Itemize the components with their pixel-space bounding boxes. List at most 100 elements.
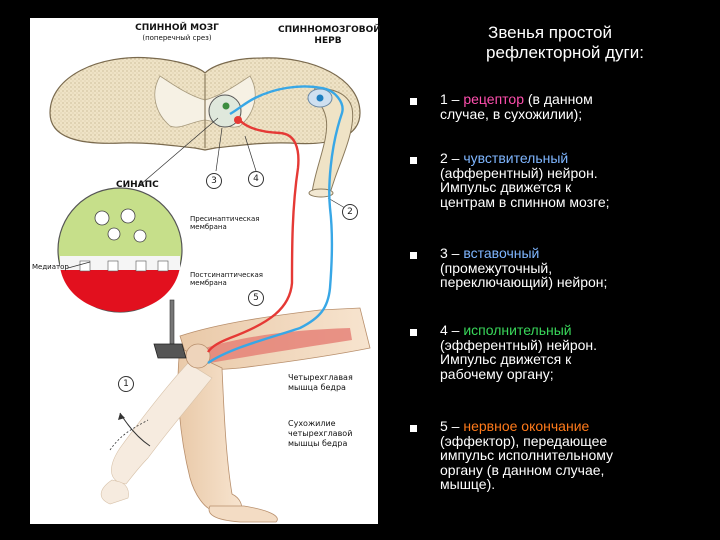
foot [208,505,278,523]
quadriceps-muscle [205,328,352,363]
ganglion-neuron-body [316,94,324,102]
text-segment: (эфферентный) нейрон. [440,336,598,353]
list-item-text: 2 – чувствительный(афферентный) нейрон.И… [440,151,710,209]
list-item-line: случае, в сухожилии); [440,105,710,122]
pointer-2 [327,197,346,209]
text-segment: (афферентный) нейрон. [440,164,598,181]
tendon-label-1: Сухожилие [288,419,336,428]
spinal-nerve-label-2: НЕРВ [314,36,342,46]
list-item-line: 4 – исполнительный [440,323,710,338]
pointer-mediator [67,261,91,269]
text-segment: переключающий) нейрон; [440,274,608,290]
highlighted-term: исполнительный [463,322,572,338]
postsynaptic-label-1: Постсинаптическая [190,271,263,279]
receptor-block [79,260,91,272]
marker-2: 2 [342,204,358,220]
sensory-neuron-path [207,85,344,364]
text-segment: (в данном [524,91,593,107]
motion-arrow [109,419,149,451]
raised-foot-ghost [100,479,129,505]
list-item-line: импульс исполнительному [440,448,710,463]
text-segment: 5 – [440,418,464,434]
list-item-line: центрам в спинном мозге; [440,193,710,210]
presynaptic-label-2: мембрана [190,223,227,231]
text-segment: Импульс движется к [440,179,572,195]
list-item-line: Импульс движется к [440,180,710,195]
motor-neuron-body [234,116,242,124]
text-segment: случае, в сухожилии); [440,105,583,122]
list-item-line: (эфферентный) нейрон. [440,336,710,353]
marker-5: 5 [248,290,264,306]
receptor-block [107,260,119,272]
list-item-text: 3 – вставочный(промежуточный,переключающ… [440,246,710,290]
presynaptic-label-1: Пресинаптическая [190,215,260,223]
slide-title: Звенья простой рефлекторной дуги: [440,23,690,63]
square-bullet-icon [410,252,417,259]
list-item-line: рабочему органу; [440,365,710,382]
text-segment: импульс исполнительному [440,447,614,463]
nerve-cut-end [308,188,334,198]
synapse-postsynaptic [60,266,180,312]
hammer-handle [169,299,175,345]
postsynaptic-label-2: мембрана [190,279,227,287]
text-segment: (эффектор), передающее [440,432,608,449]
pointer-4 [244,135,257,172]
list-item-line: (афферентный) нейрон. [440,164,710,181]
square-bullet-icon [410,425,417,432]
highlighted-term: вставочный [463,245,540,261]
text-segment: 1 – [440,91,464,107]
reflex-arc-drawing [49,56,371,523]
list-item-line: 3 – вставочный [440,246,710,261]
synapse-label: СИНАПС [116,180,159,190]
text-segment: 4 – [440,322,464,338]
square-bullet-icon [410,329,417,336]
text-segment: рабочему органу; [440,365,554,382]
mediator-label: Медиатор [32,263,69,271]
list-item-line: Импульс движется к [440,352,710,367]
vesicle [133,229,147,243]
receptor-block [157,260,169,272]
interneuron-body [222,102,230,110]
tendon-label-2: четырехглавой [288,429,353,438]
motion-arrow [118,413,125,420]
marker-4: 4 [248,171,264,187]
reflex-arc-figure: СПИННОЙ МОЗГ (поперечный срез) СПИННОМОЗ… [30,18,381,524]
list-item-line: (промежуточный, [440,259,710,276]
list-item-text: 5 – нервное окончание(эффектор), передаю… [440,419,710,492]
vesicle [120,208,136,224]
list-item-line: (эффектор), передающее [440,432,710,449]
vesicle [94,210,110,226]
motor-neuron-path [207,117,300,353]
list-item-line: органу (в данном случае, [440,461,710,478]
list-item-line: 5 – нервное окончание [440,419,710,434]
title-line-2: рефлекторной дуги: [486,43,644,62]
text-segment: органу (в данном случае, [440,461,605,478]
hammer-head [153,343,187,359]
list-item-line: переключающий) нейрон; [440,275,710,290]
marker-1: 1 [118,376,134,392]
text-segment: центрам в спинном мозге; [440,193,610,210]
highlighted-term: рецептор [463,91,524,107]
raised-leg-ghost [111,362,213,485]
pointer-synapse [139,117,219,186]
square-bullet-icon [410,98,417,105]
highlighted-term: нервное окончание [463,418,590,434]
text-segment: 2 – [440,150,464,166]
vesicle [107,227,121,241]
text-segment: 3 – [440,245,464,261]
list-item-text: 4 – исполнительный(эфферентный) нейрон.И… [440,323,710,381]
list-item-line: мышце). [440,477,710,492]
list-item-line: 2 – чувствительный [440,151,710,166]
list-item-line: 1 – рецептор (в данном [440,92,710,107]
spinal-cord-label: СПИННОЙ МОЗГ [135,23,219,33]
text-segment: Импульс движется к [440,351,572,367]
spinal-nerve-label-1: СПИННОМОЗГОВОЙ [278,25,381,35]
text-segment: (промежуточный, [440,259,553,276]
marker-3: 3 [206,173,222,189]
quadriceps-label-2: мышца бедра [288,383,346,392]
pointer-3 [215,127,223,172]
cross-section-label: (поперечный срез) [142,34,212,42]
text-segment: мышце). [440,476,496,492]
tendon-label-3: мышцы бедра [288,439,348,448]
